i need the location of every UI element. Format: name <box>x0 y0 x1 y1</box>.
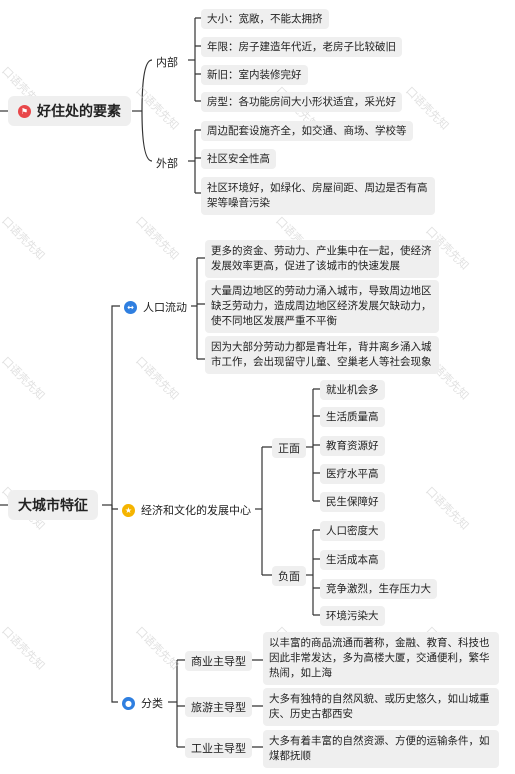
housing-inner-item[interactable]: 房型：各功能房间大小形状适宜，采光好 <box>201 92 402 112</box>
housing-inner-item[interactable]: 年限：房子建造年代近，老房子比较破旧 <box>201 37 402 57</box>
star-icon: ★ <box>122 503 135 517</box>
negative-item[interactable]: 竞争激烈，生存压力大 <box>320 579 437 599</box>
positive-item[interactable]: 教育资源好 <box>320 436 385 456</box>
city-root-node[interactable]: 大城市特征 <box>8 490 98 520</box>
housing-outer-item[interactable]: 周边配套设施齐全，如交通、商场、学校等 <box>201 121 413 141</box>
flag-icon: ⚑ <box>18 104 31 118</box>
housing-inner-item[interactable]: 新旧：室内装修完好 <box>201 65 308 85</box>
housing-outer-item[interactable]: 社区安全性高 <box>201 149 276 169</box>
housing-title: 好住处的要素 <box>37 104 121 120</box>
housing-outer-node[interactable]: 外部 <box>152 153 182 173</box>
user-icon: ● <box>122 696 135 710</box>
city-title: 大城市特征 <box>18 498 88 514</box>
positive-node[interactable]: 正面 <box>272 438 306 458</box>
housing-outer-item[interactable]: 社区环境好，如绿化、房屋间距、周边是否有高架等噪音污染 <box>201 177 435 215</box>
positive-item[interactable]: 医疗水平高 <box>320 464 385 484</box>
negative-node[interactable]: 负面 <box>272 566 306 586</box>
housing-inner-item[interactable]: 大小：宽敞，不能太拥挤 <box>201 9 329 29</box>
population-item[interactable]: 更多的资金、劳动力、产业集中在一起，使经济发展效率更高，促进了该城市的快速发展 <box>205 240 439 278</box>
type-label[interactable]: 工业主导型 <box>185 738 252 758</box>
type-description[interactable]: 以丰富的商品流通而著称，金融、教育、科技也因此非常发达，多为高楼大厦，交通便利，… <box>263 632 499 685</box>
positive-item[interactable]: 民生保障好 <box>320 492 385 512</box>
classification-node[interactable]: ● 分类 <box>118 693 167 713</box>
type-label[interactable]: 旅游主导型 <box>185 697 252 717</box>
population-item[interactable]: 因为大部分劳动力都是青壮年，背井离乡涌入城市工作，会出现留守儿童、空巢老人等社会… <box>205 336 439 374</box>
type-description[interactable]: 大多有着丰富的自然资源、方便的运输条件，如煤都抚顺 <box>263 730 499 768</box>
negative-item[interactable]: 人口密度大 <box>320 521 385 541</box>
positive-item[interactable]: 生活质量高 <box>320 407 385 427</box>
arrows-icon: ↔ <box>124 300 137 314</box>
population-item[interactable]: 大量周边地区的劳动力涌入城市，导致周边地区缺乏劳动力，造成周边地区经济发展欠缺动… <box>205 280 439 333</box>
negative-item[interactable]: 生活成本高 <box>320 550 385 570</box>
housing-inner-node[interactable]: 内部 <box>152 52 182 72</box>
population-flow-node[interactable]: ↔ 人口流动 <box>120 297 191 317</box>
type-description[interactable]: 大多有独特的自然风貌、或历史悠久，如山城重庆、历史古都西安 <box>263 688 499 726</box>
type-label[interactable]: 商业主导型 <box>185 651 252 671</box>
negative-item[interactable]: 环境污染大 <box>320 606 385 626</box>
economy-center-node[interactable]: ★ 经济和文化的发展中心 <box>118 500 255 520</box>
positive-item[interactable]: 就业机会多 <box>320 380 385 400</box>
housing-root-node[interactable]: ⚑ 好住处的要素 <box>8 96 131 126</box>
